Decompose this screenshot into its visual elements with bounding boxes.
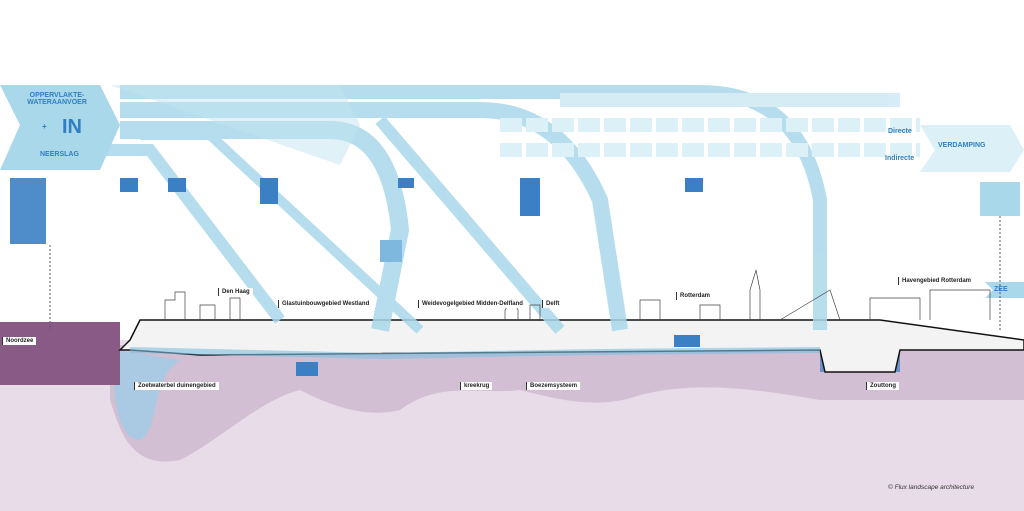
input-arrow-2 (110, 85, 360, 165)
label-midden-delfland: Weidevogelgebied Midden-Delfland (418, 300, 526, 308)
label-kreekrug: kreekrug (460, 382, 493, 390)
plus-sign: + (42, 122, 47, 131)
evaporation-arrow (920, 125, 1024, 172)
sea-arrow (985, 282, 1024, 298)
evaporation-flows (500, 118, 920, 157)
label-zouttong: Zouttong (866, 382, 899, 390)
freshwater-lens (113, 350, 180, 440)
label-den-haag: Den Haag (218, 288, 253, 296)
label-boezemsysteem: Boezemsysteem (526, 382, 581, 390)
aquifer-layer (110, 345, 1024, 462)
label-noordzee: Noordzee (2, 337, 37, 345)
evaporation-title: VERDAMPING (938, 142, 986, 149)
precipitation-label: NEERSLAG (40, 151, 79, 158)
sea-label: ZEE (994, 286, 1008, 293)
credit-text: © Flux landscape architecture (888, 484, 975, 491)
label-rotterdam: Rotterdam (676, 292, 714, 300)
rain-drop-icons (10, 178, 1020, 376)
surface-water-supply-label: OPPERVLAKTE- WATERAANVOER (27, 92, 87, 106)
land-surface (118, 319, 1024, 373)
label-zoetwaterbel: Zoetwaterbel duinengebied (134, 382, 219, 390)
label-havengebied: Havengebied Rotterdam (898, 277, 975, 285)
in-label: IN (62, 116, 82, 138)
direct-evaporation-label: Directe (888, 128, 912, 135)
noordzee-water (0, 322, 120, 385)
indirect-evaporation-label: Indirecte (885, 155, 915, 162)
guide-lines (49, 216, 1001, 330)
label-westland: Glastuinbouwgebied Westland (278, 300, 373, 308)
input-arrow (0, 85, 120, 170)
city-skylines (164, 269, 991, 321)
surface-water (129, 347, 821, 360)
label-delft: Delft (542, 300, 563, 308)
